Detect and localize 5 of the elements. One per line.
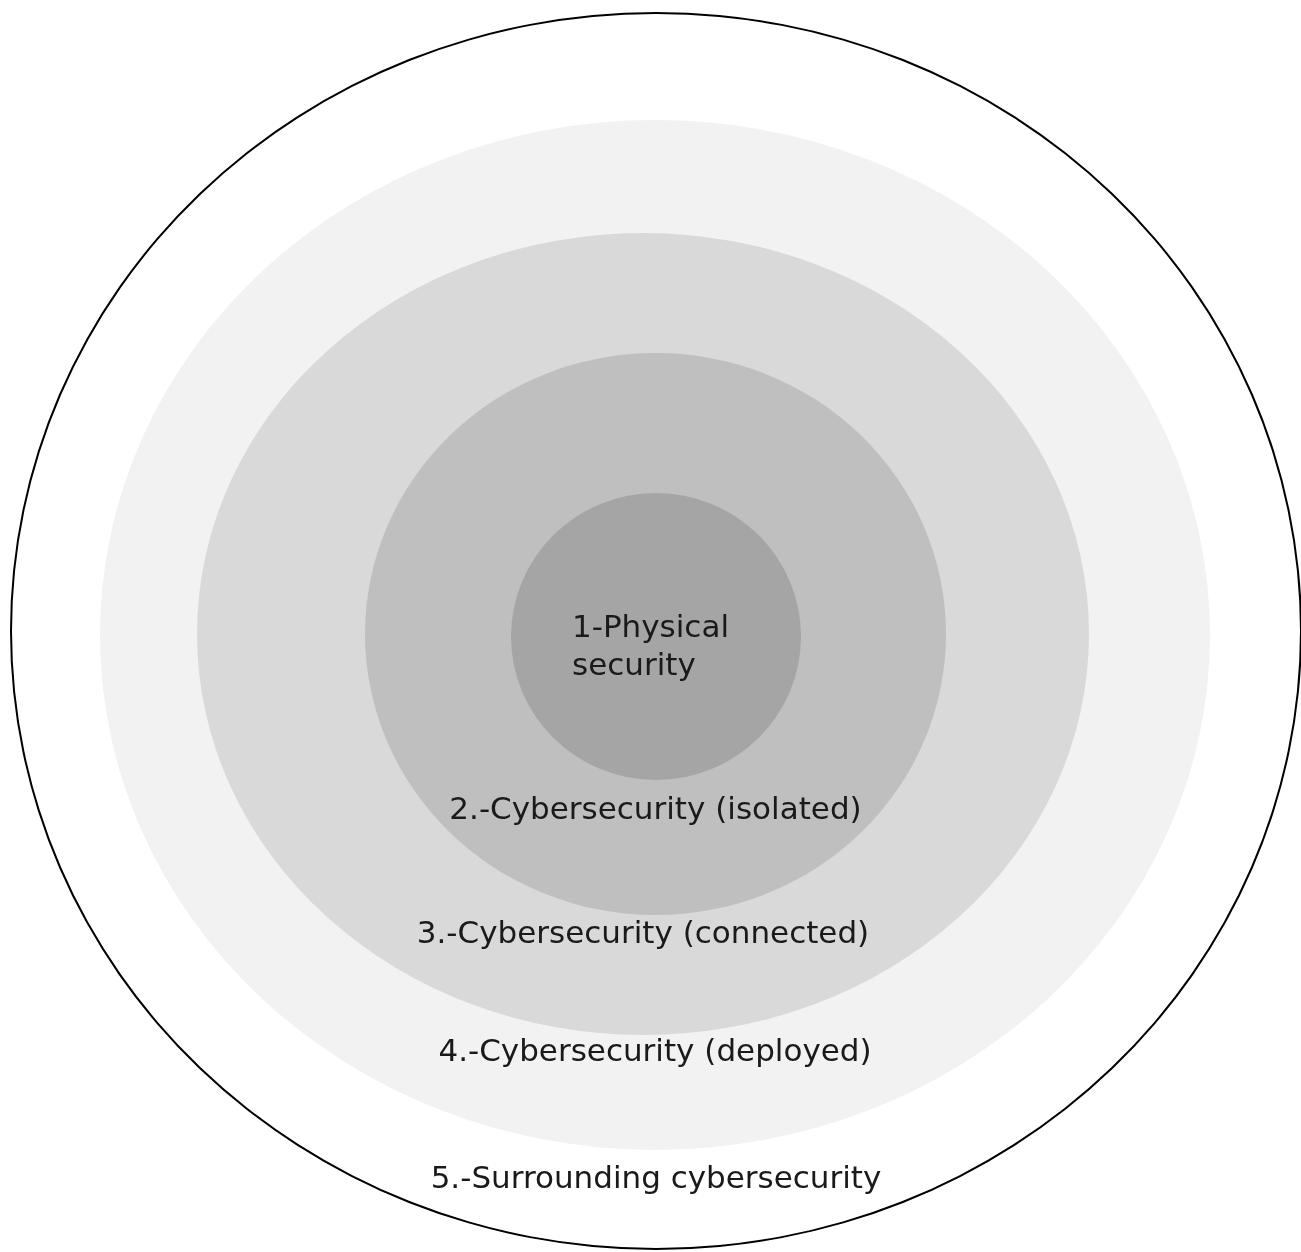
layer-label: 2.-Cybersecurity (isolated) (449, 789, 862, 828)
layer-label: 3.-Cybersecurity (connected) (416, 913, 870, 952)
layer-label: 5.-Surrounding cybersecurity (430, 1158, 882, 1197)
layer-label: 1-Physical security (572, 607, 730, 683)
layer-label: 4.-Cybersecurity (deployed) (438, 1031, 872, 1070)
